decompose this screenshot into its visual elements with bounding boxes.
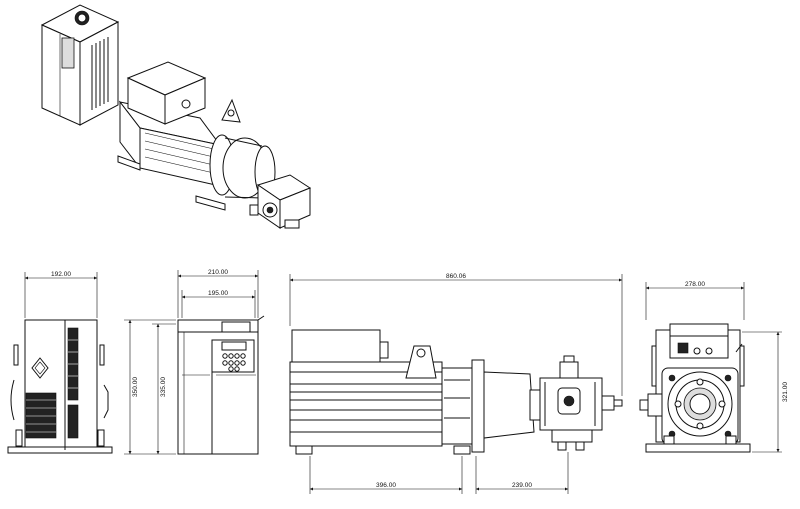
end-view-dimensions: 278.00 321.00 <box>645 281 789 453</box>
front-view: 192.00 <box>7 271 113 454</box>
motor-total-length-label: 860.06 <box>446 273 466 280</box>
end-view: 278.00 321.00 <box>639 281 789 453</box>
inverter-vents <box>91 37 109 110</box>
side-depth-dimensions: 210.00 195.00 <box>177 269 259 318</box>
front-height-label: 350.00 <box>132 377 139 397</box>
motor-body-length-label: 396.00 <box>376 482 396 489</box>
side-depth-outer-label: 210.00 <box>208 269 228 276</box>
end-width-label: 278.00 <box>685 281 705 288</box>
motor-elevation-view: 860.06 396.00 239.00 <box>289 273 623 494</box>
pump-elevation <box>539 355 623 451</box>
motor-length-dimensions: 860.06 396.00 239.00 <box>289 273 623 494</box>
side-height-label: 335.00 <box>160 377 167 397</box>
front-vents <box>25 327 79 439</box>
height-dimensions: 350.00 335.00 <box>124 319 176 455</box>
side-depth-inner-label: 195.00 <box>208 290 228 297</box>
front-width-dimension: 192.00 <box>24 271 98 318</box>
motor-isometric <box>117 61 241 211</box>
side-view: 210.00 195.00 350.00 335.00 <box>124 269 265 455</box>
front-width-label: 192.00 <box>51 271 71 278</box>
pump-isometric <box>249 174 312 229</box>
keypad <box>221 341 247 372</box>
coupling-bell-isometric <box>209 134 276 199</box>
isometric-assembly-view <box>40 4 312 229</box>
pump-length-label: 239.00 <box>512 482 532 489</box>
end-height-label: 321.00 <box>782 382 789 402</box>
inverter-isometric <box>40 4 120 126</box>
